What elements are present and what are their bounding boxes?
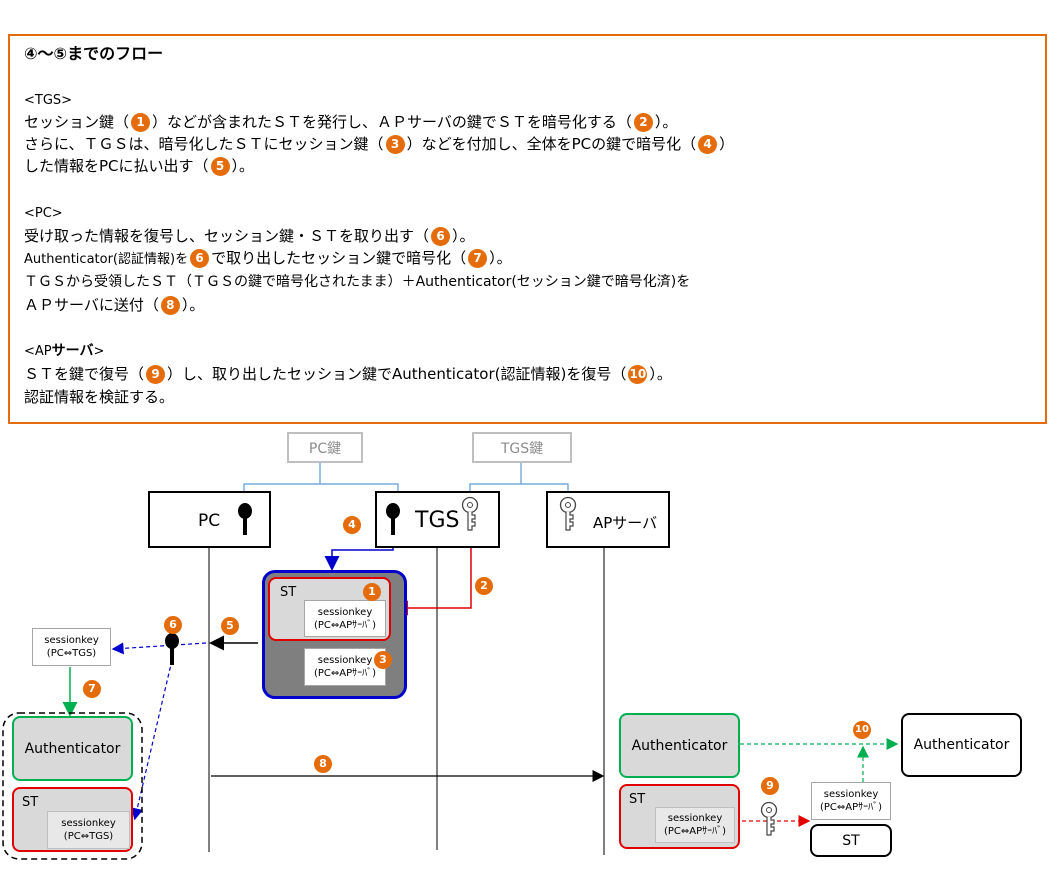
step-5-badge: 5 <box>221 617 239 635</box>
black-key-icon <box>386 503 400 535</box>
step-1-badge: 1 <box>363 583 381 601</box>
ap-section-tag: <APサーバ> <box>24 343 105 359</box>
outline-key-icon <box>760 801 778 836</box>
step-10-badge: 10 <box>853 721 871 739</box>
st-result-box: ST <box>810 824 892 857</box>
step-badge: 9 <box>146 365 166 384</box>
step-badge: 1 <box>131 113 151 132</box>
authenticator-result: Authenticator <box>901 713 1022 777</box>
pc-section-tag: <PC> <box>24 206 63 221</box>
black-key-icon <box>165 633 179 665</box>
ap-line-1: ＳＴを鍵で復号（9）し、取り出したセッション鍵でAuthenticator(認証… <box>24 365 672 384</box>
tgs-line-2: さらに、ＴＧＳは、暗号化したＳＴにセッション鍵（3）などを付加し、全体をPCの鍵… <box>24 135 735 154</box>
description-panel: ④～⑤までのフロー <TGS> セッション鍵（1）などが含まれたＳＴを発行し、Ａ… <box>8 34 1047 424</box>
ap-line-2: 認証情報を検証する。 <box>24 388 175 406</box>
session-key-pc-tgs: sessionkey(PC⇔TGS) <box>47 811 130 849</box>
tgs-section-tag: <TGS> <box>24 93 73 108</box>
pc-key-label: PC鍵 <box>287 432 363 463</box>
session-key-pc-ap: sessionkey(PC⇔APｻｰﾊﾞ) <box>304 600 386 637</box>
outline-key-icon <box>559 496 577 531</box>
pc-line-3: ＴＧＳから受領したＳＴ（ＴＧＳの鍵で暗号化されたまま）＋Authenticato… <box>24 274 691 290</box>
authenticator-ap: Authenticator <box>619 713 740 778</box>
step-badge: 8 <box>160 296 180 315</box>
panel-heading: ④～⑤までのフロー <box>24 44 164 63</box>
session-key-pc-ap: sessionkey(PC⇔APｻｰﾊﾞ) <box>811 782 891 820</box>
step-3-badge: 3 <box>374 651 392 669</box>
outline-key-icon <box>461 496 479 531</box>
tgs-key-label: TGS鍵 <box>472 432 572 463</box>
authenticator-pc: Authenticator <box>12 716 133 781</box>
step-badge: 3 <box>385 135 405 154</box>
tgs-line-1: セッション鍵（1）などが含まれたＳＴを発行し、ＡＰサーバの鍵でＳＴを暗号化する（… <box>24 113 678 132</box>
session-key-pc-ap: sessionkey(PC⇔APｻｰﾊﾞ) <box>304 648 386 686</box>
step-badge: 7 <box>468 249 488 268</box>
step-badge: 10 <box>628 365 648 384</box>
step-9-badge: 9 <box>761 777 779 795</box>
actor-pc: PC <box>148 491 271 548</box>
step-badge: 2 <box>633 113 653 132</box>
actor-tgs: TGS <box>375 491 500 548</box>
black-key-icon <box>238 503 252 535</box>
step-7-badge: 7 <box>83 680 101 698</box>
step-badge: 6 <box>431 227 451 246</box>
step-2-badge: 2 <box>475 577 493 595</box>
step-6-badge: 6 <box>164 616 182 634</box>
step-8-badge: 8 <box>314 755 332 773</box>
step-4-badge: 4 <box>343 516 361 534</box>
tgs-line-3: した情報をPCに払い出す（5）。 <box>24 157 255 176</box>
step-badge: 6 <box>190 249 210 268</box>
session-key-pc-ap: sessionkey(PC⇔APｻｰﾊﾞ) <box>655 807 735 843</box>
pc-line-1: 受け取った情報を復号し、セッション鍵・ＳＴを取り出す（6）。 <box>24 227 475 246</box>
pc-line-4: ＡＰサーバに送付（8）。 <box>24 296 205 315</box>
session-key-pc-tgs: sessionkey(PC⇔TGS) <box>32 628 111 666</box>
step-badge: 5 <box>210 157 230 176</box>
step-badge: 4 <box>698 135 718 154</box>
